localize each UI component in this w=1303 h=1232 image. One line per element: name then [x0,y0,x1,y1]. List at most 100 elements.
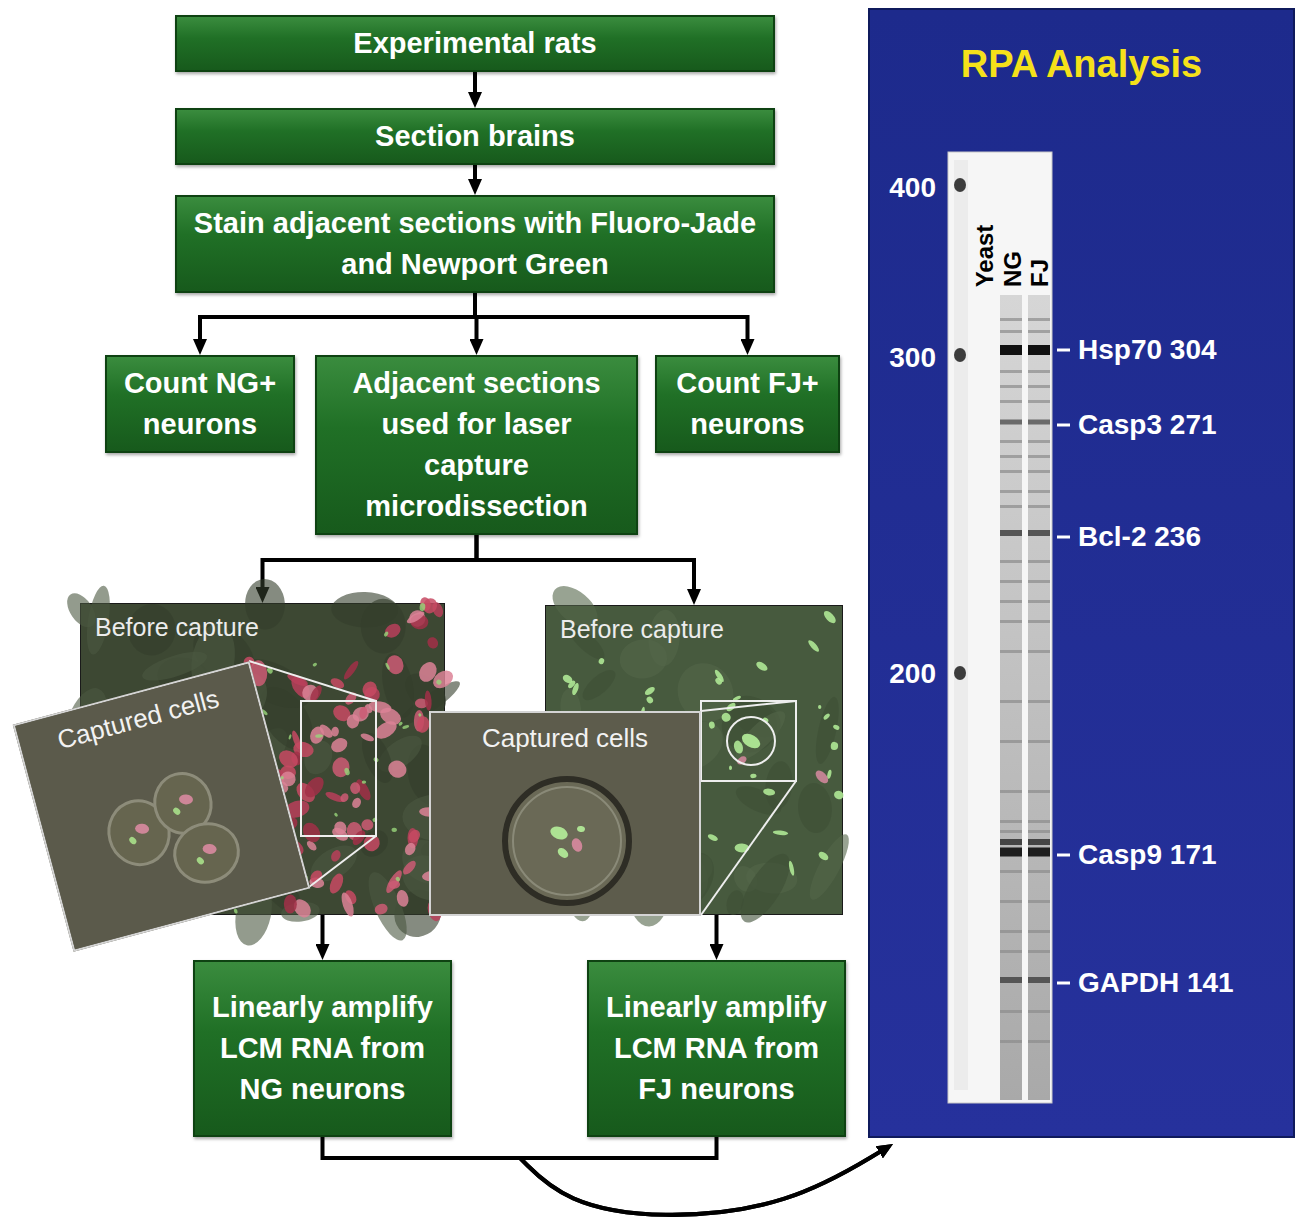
decor-ellipse [288,734,292,740]
decor-rect [1000,470,1022,473]
decor-ellipse [168,817,245,890]
decor-ellipse [729,766,732,771]
decor-rect [1028,740,1050,743]
decor-ellipse [385,757,409,781]
decor-ellipse [299,819,323,845]
flow-arrow [200,293,475,347]
decor-ellipse [329,848,342,863]
decor-ellipse [301,773,327,800]
decor-rect [1000,295,1022,1100]
band-label: Hsp70 304 [1078,336,1217,364]
decor-ellipse [803,830,856,905]
decor-line [1057,982,1070,985]
marker-size: 400 [889,174,936,202]
decor-rect [1000,318,1022,321]
decor-rect [1000,600,1022,603]
decor-rect [1000,839,1022,845]
decor-ellipse [707,833,719,842]
decor-ellipse [135,823,150,834]
step-text: Linearly amplify LCM RNA from FJ neurons [601,987,832,1110]
decor-rect [1000,977,1022,983]
decor-rect [1000,370,1022,373]
decor-ellipse [755,660,769,673]
decor-rect [1000,950,1022,953]
flow-arrow [520,1137,886,1215]
decor-ellipse [813,768,830,785]
decor-rect [1000,700,1022,703]
flow-arrow [715,915,719,952]
decor-rect [1000,830,1022,833]
decor-ellipse [708,721,715,729]
decor-circle [505,779,629,903]
decor-ellipse [739,731,762,751]
micrograph-panel: Before captureCaptured cells [80,603,445,915]
decor-rect [1000,420,1022,425]
decor-rect [1000,740,1022,743]
decor-ellipse [195,856,205,866]
decor-ellipse [713,669,725,684]
decor-rect [1028,560,1050,563]
decor-rect [1000,330,1022,333]
step-text: Experimental rats [353,23,596,64]
decor-rect [301,701,376,836]
decor-ellipse [384,653,406,677]
decor-ellipse [395,889,410,908]
lane-label: Yeast [973,224,997,287]
decor-ellipse [817,850,830,862]
decor-line [1057,349,1070,352]
decor-ellipse [424,690,432,711]
decor-ellipse [202,843,217,854]
decor-rect [1028,455,1050,458]
decor-ellipse [172,806,182,816]
decor-rect [1000,560,1022,563]
decor-ellipse [402,724,410,729]
flow-arrow [473,72,477,100]
decor-rect [1028,385,1050,388]
decor-rect [1028,977,1050,983]
band-label: Bcl-2 236 [1078,523,1201,551]
decor-ellipse [418,713,422,717]
decor-ellipse [823,713,831,721]
step-text: Section brains [375,116,575,157]
decor-rect [1000,620,1022,623]
decor-ellipse [796,782,834,835]
panel-title: RPA Analysis [870,42,1293,86]
micrograph-caption: Before capture [560,614,828,644]
decor-rect [1028,330,1050,333]
decor-rect [1028,900,1050,903]
decor-rect [1000,490,1022,493]
decor-rect [1028,370,1050,373]
decor-ellipse [361,819,374,831]
decor-ellipse [818,705,821,709]
step-text: Stain adjacent sections with Fluoro-Jade… [189,203,761,285]
decor-ellipse [233,908,238,914]
decor-ellipse [807,639,821,654]
decor-ellipse [763,788,776,796]
decor-rect [1028,620,1050,623]
decor-ellipse [598,657,605,665]
decor-line [309,836,376,887]
decor-rect [1000,505,1022,508]
decor-ellipse [401,859,418,877]
flow-arrow [475,293,748,347]
decor-rect [1028,870,1050,873]
decor-rect [1028,530,1050,536]
decor-ellipse [822,609,838,625]
inset-caption: Captured cells [431,723,699,753]
decor-rect [1028,930,1050,933]
decor-rect [948,152,1052,1103]
decor-rect [1000,790,1022,793]
decor-rect [1000,930,1022,933]
decor-ellipse [643,685,656,696]
process-box: Experimental rats [175,15,775,72]
decor-circle [727,717,775,765]
decor-line [1057,536,1070,539]
decor-ellipse [832,724,840,731]
decor-rect [1028,790,1050,793]
decor-ellipse [331,756,351,778]
flow-arrow [477,535,695,597]
decor-ellipse [763,760,795,811]
decor-ellipse [372,817,378,823]
decor-rect [1028,950,1050,953]
decor-ellipse [361,599,406,654]
